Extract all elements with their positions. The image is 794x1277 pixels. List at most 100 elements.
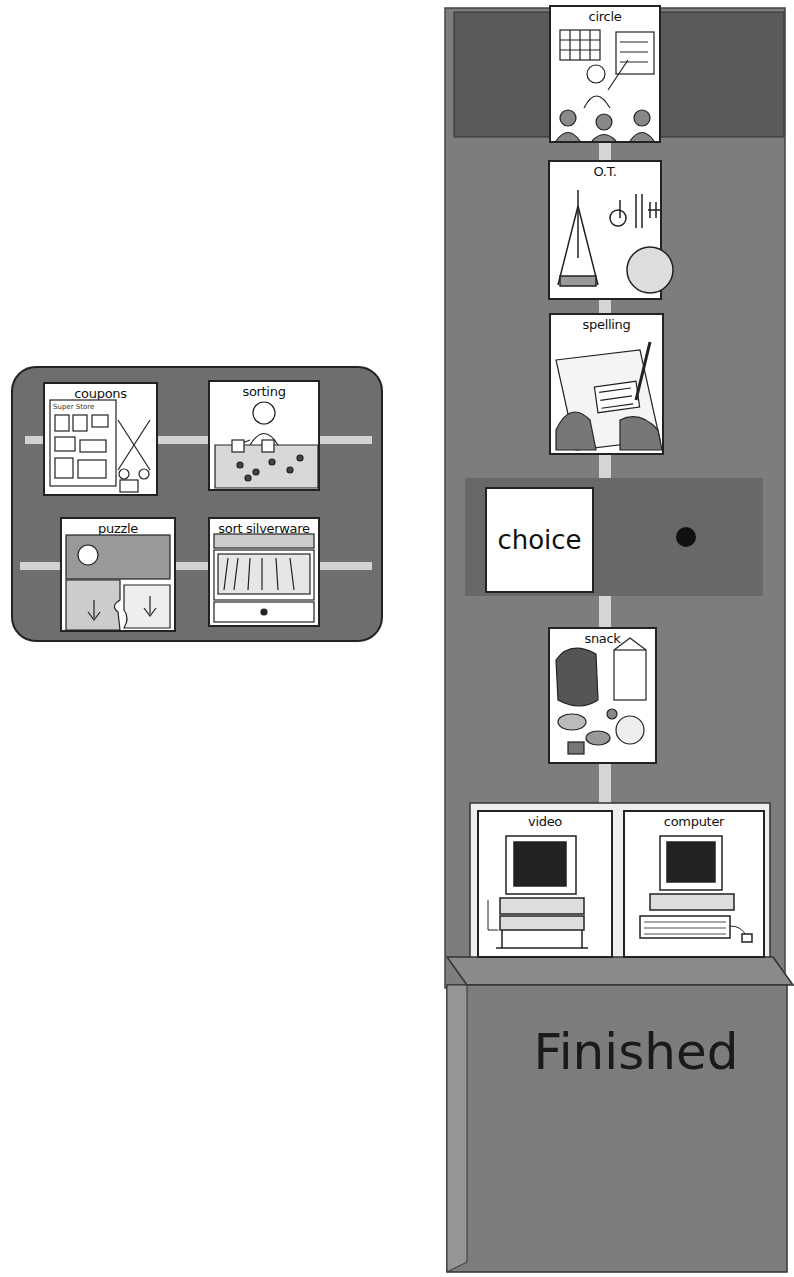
sorting-picture — [287, 467, 293, 473]
schedule-strip — [445, 8, 785, 988]
circle-picture — [620, 42, 648, 62]
choice-card: choice — [485, 487, 594, 593]
card-label: Finished — [447, 1023, 785, 1081]
ot-picture — [560, 276, 596, 286]
spelling-picture — [620, 417, 662, 450]
ot-picture — [577, 190, 579, 258]
snack-picture — [607, 709, 617, 719]
circle-picture — [587, 65, 605, 83]
computer-picture — [660, 836, 722, 890]
computer-picture — [640, 836, 752, 942]
puzzle-picture — [78, 545, 98, 565]
snack-picture — [614, 650, 646, 700]
sorting-picture — [262, 440, 274, 452]
card-label: choice — [497, 525, 581, 555]
schedule-strip — [445, 8, 785, 988]
puzzle-picture — [124, 585, 170, 628]
circle-picture — [556, 30, 654, 141]
circle-picture — [616, 32, 654, 74]
choice-board — [12, 367, 382, 641]
picture-text: Super Store — [53, 403, 94, 411]
puzzle-picture — [88, 596, 156, 620]
activity-card: spelling — [549, 313, 664, 455]
video-picture — [506, 836, 576, 894]
spelling-picture — [556, 342, 662, 450]
coupons-picture — [73, 415, 87, 431]
schedule-strip: circleO.T. spelling choice snack video comput… — [445, 8, 785, 1275]
choice-board — [12, 367, 382, 641]
spelling-picture — [594, 381, 639, 413]
coupons-picture — [92, 415, 108, 427]
ot-picture — [610, 200, 626, 226]
video-picture — [488, 900, 498, 930]
video-picture — [488, 836, 588, 948]
sorting-picture — [232, 440, 244, 452]
activity-card: O.T. — [548, 160, 662, 300]
sorting-picture — [230, 440, 250, 448]
activity-card: circle — [549, 5, 661, 143]
sorting-picture — [269, 459, 275, 465]
finished-pocket — [447, 957, 793, 985]
sorting-picture — [253, 469, 259, 475]
activity-card: video — [477, 810, 613, 958]
spelling-picture — [599, 388, 633, 408]
coupons-picture — [55, 415, 69, 431]
sorting-picture — [237, 462, 243, 468]
activity-card: sort silverware — [208, 517, 320, 627]
coupons-picture — [118, 420, 150, 470]
coupons-picture — [139, 469, 149, 479]
silverware-picture — [218, 554, 310, 594]
card-label: sort silverware — [210, 521, 318, 536]
spelling-picture — [556, 412, 596, 450]
ot-picture — [558, 206, 598, 285]
card-label: puzzle — [62, 521, 174, 536]
silverware-picture — [214, 534, 314, 622]
snack-picture — [558, 714, 586, 730]
coupons-picture — [80, 440, 106, 452]
coupons-picture — [55, 458, 73, 478]
finished-pocket — [447, 985, 787, 1272]
finished-pocket: Finished — [447, 985, 785, 1272]
sorting-picture — [215, 445, 318, 488]
coupons-picture — [50, 400, 116, 486]
ot-picture — [558, 190, 673, 293]
video-picture — [514, 842, 566, 886]
card-label: sorting — [210, 384, 318, 399]
ot-picture — [627, 247, 673, 293]
silverware-picture — [214, 550, 314, 600]
sorting-picture — [215, 402, 318, 488]
card-label: coupons — [45, 386, 156, 401]
computer-picture — [730, 926, 746, 936]
sorting-picture — [245, 475, 251, 481]
video-picture — [500, 916, 584, 930]
circle-picture — [560, 30, 600, 60]
coupons-picture — [50, 400, 150, 492]
spelling-picture — [636, 342, 650, 400]
ot-picture — [636, 194, 660, 228]
card-label: video — [479, 814, 611, 829]
circle-picture — [560, 110, 576, 126]
snack-picture — [614, 638, 646, 650]
snack-picture — [616, 716, 644, 744]
computer-picture — [650, 894, 734, 910]
snack-picture — [568, 742, 584, 754]
computer-picture — [667, 842, 715, 882]
coupons-picture — [119, 469, 129, 479]
schedule-strip — [676, 527, 696, 547]
circle-picture — [556, 133, 654, 142]
puzzle-picture — [66, 535, 170, 579]
circle-picture — [596, 114, 612, 130]
puzzle-picture — [66, 580, 120, 630]
activity-card: snack — [548, 627, 657, 764]
silverware-picture — [224, 558, 294, 590]
computer-picture — [644, 922, 726, 934]
activity-card: coupons — [43, 382, 158, 496]
activity-card: computer — [623, 810, 765, 958]
card-label: snack — [550, 631, 655, 646]
finished-pocket — [447, 957, 793, 1272]
activity-card: sorting — [208, 380, 320, 491]
silverware-picture — [261, 609, 267, 615]
finished-pocket — [447, 985, 467, 1272]
